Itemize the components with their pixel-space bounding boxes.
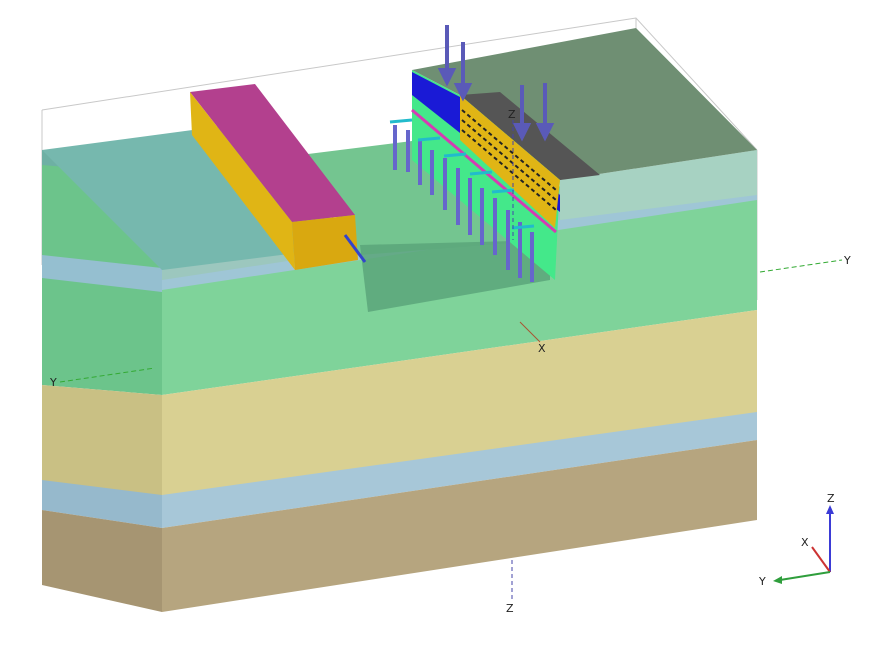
y-axis-right-label: Y: [843, 254, 851, 267]
wall-end-face: [292, 215, 358, 270]
excavation-pit: [360, 240, 550, 312]
x-axis-label: X: [538, 342, 546, 355]
left-face-sand: [42, 385, 162, 510]
foundation-magenta-line: [411, 108, 557, 234]
triad-y-arrowhead: [773, 576, 782, 584]
load-arrows: [437, 25, 555, 142]
triad-z-label: Z: [827, 492, 835, 505]
y-axis-left-line: [59, 367, 156, 383]
triad-y-label: Y: [758, 575, 766, 588]
triad-y-line: [779, 571, 831, 581]
y-axis-left-label: Y: [49, 376, 57, 389]
left-face-interface-1: [42, 255, 162, 292]
right-face-sand: [162, 310, 757, 510]
left-face-interface-2: [42, 480, 162, 528]
top-surface-green: [300, 140, 550, 255]
right-face-clay: [162, 200, 757, 395]
top-surface-right: [560, 150, 757, 220]
piles: [393, 125, 534, 282]
z-axis-bottom-label: Z: [506, 602, 514, 615]
wall-top: [190, 84, 355, 222]
right-face-base: [162, 440, 757, 612]
pile-caps: [389, 118, 535, 230]
triad-x-line: [811, 546, 831, 573]
triad-z-arrowhead: [826, 505, 834, 514]
y-axis-right-line: [759, 259, 843, 273]
global-axes: Y Y X Z Z: [49, 108, 851, 615]
triad-x-label: X: [801, 536, 809, 549]
retaining-wall: [190, 84, 358, 270]
x-axis-line: [519, 321, 541, 343]
orientation-triad: Z X Y: [758, 492, 835, 588]
wall-front-side: [190, 92, 295, 270]
z-axis-top-label: Z: [508, 108, 516, 121]
wall-strut: [343, 234, 367, 263]
left-face-base: [42, 510, 162, 612]
building-top: [412, 28, 757, 180]
building-shadow: [460, 92, 600, 180]
building-block: [412, 28, 757, 180]
right-face-interface-2: [162, 412, 757, 528]
foundation-raft: [411, 70, 560, 280]
